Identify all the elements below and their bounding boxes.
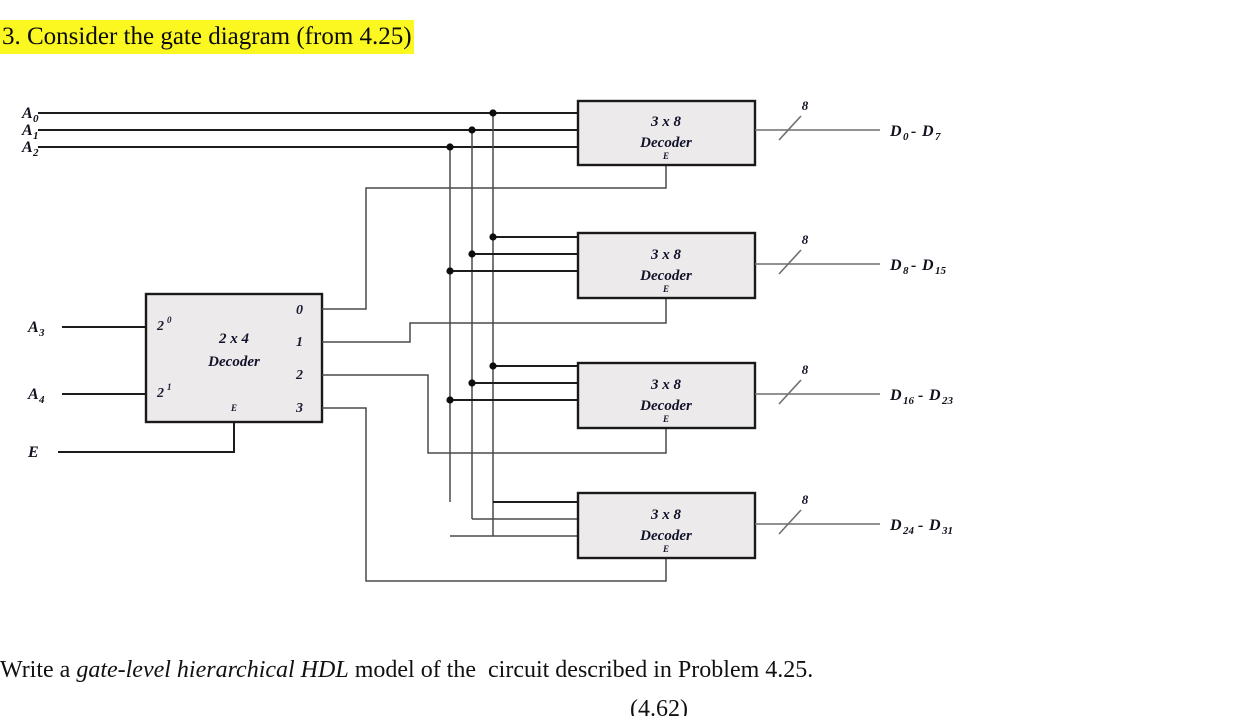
junction-dot [468,126,476,134]
signal-label-a1-name: A [21,122,33,139]
tap-decoder2-a0 [489,233,578,241]
decoder-2-title: 3 x 8 [650,247,682,263]
equation-number: (4.62) [630,696,688,716]
decoder-2-bus-width: 8 [802,232,809,247]
output-bus-decoder4: 8 [755,492,880,535]
decoder-4-bus-width: 8 [802,492,809,507]
signal-label-a0-name: A [21,105,33,122]
decoder-2-output-dash: - [911,257,916,274]
signal-label-a2: A 2 [21,139,39,159]
output-label-decoder3: D 16 - D 23 [889,387,954,407]
decoder-1-output-from: D [889,123,902,140]
decoder-2-output-to-sub: 15 [935,265,947,277]
output-bus-decoder2: 8 [755,232,880,275]
selector-subtitle: Decoder [207,354,260,370]
selector-output-port-3: 3 [295,401,303,416]
signal-label-a3: A 3 [27,319,45,339]
signal-label-a4-sub: 4 [38,394,45,406]
decoder-3-subtitle: Decoder [639,398,692,414]
signal-label-a0: A 0 [21,105,39,125]
signal-label-a1-sub: 1 [33,130,39,142]
selector-decoder-2x4: 2 x 4 Decoder E 2 0 2 1 0 1 2 3 [144,292,324,424]
tap-decoder2-a1 [468,250,578,258]
signal-label-a3-sub: 3 [38,327,45,339]
selector-output-port-2: 2 [295,368,303,383]
signal-label-e-name: E [27,444,39,461]
output-label-decoder4: D 24 - D 31 [889,517,953,537]
signal-label-e: E [27,444,39,461]
decoder-3-output-from: D [889,387,902,404]
decoder-1-enable-label: E [662,151,669,161]
selector-input-port-0-base: 2 [156,319,164,334]
decoder-2-output-from: D [889,257,902,274]
selector-input-port-0-exp: 0 [167,315,172,325]
decoder-3x8-1: 3 x 8 Decoder E [576,99,757,167]
decoder-1-output-to-sub: 7 [935,131,941,143]
decoder-3x8-2: 3 x 8 Decoder E [576,231,757,300]
output-bus-decoder1: 8 [755,98,880,141]
decoder-3-output-to: D [928,387,941,404]
caption-suffix: model of the circuit described in Proble… [348,657,814,683]
tap-decoder2-a2 [446,267,578,275]
enable-route-decoder3 [322,374,667,454]
decoder-3-bus-width: 8 [802,362,809,377]
output-label-decoder1: D 0 - D 7 [889,123,941,143]
decoder-3x8-3: 3 x 8 Decoder E [576,361,757,430]
decoder-3-enable-label: E [662,414,669,424]
decoder-1-output-dash: - [911,123,916,140]
tap-decoder3-a1 [468,379,578,387]
decoder-4-enable-label: E [662,544,669,554]
signal-label-a2-name: A [21,139,33,156]
decoder-3-output-to-sub: 23 [941,395,954,407]
decoder-1-title: 3 x 8 [650,114,682,130]
output-label-decoder2: D 8 - D 15 [889,257,947,277]
decoder-1-subtitle: Decoder [639,135,692,151]
decoder-2-subtitle: Decoder [639,268,692,284]
enable-route-decoder1 [322,165,667,310]
circuit-schematic: 2 x 4 Decoder E 2 0 2 1 0 1 2 3 3 x 8 De… [21,98,954,582]
signal-label-a1: A 1 [21,122,39,142]
decoder-3-output-dash: - [918,387,923,404]
decoder-1-output-to: D [921,123,934,140]
selector-title: 2 x 4 [218,331,250,347]
selector-enable-label: E [230,403,237,413]
junction-dot [446,143,454,151]
caption-prefix: Write a [0,657,77,683]
signal-label-a4-name: A [27,386,39,403]
decoder-4-output-from-sub: 24 [902,525,915,537]
signal-label-a4: A 4 [27,386,45,406]
decoder-4-output-from: D [889,517,902,534]
selector-input-port-1-base: 2 [156,386,164,401]
caption-emphasis: gate-level hierarchical HDL [76,657,349,683]
page-title: 3. Consider the gate diagram (from 4.25) [0,20,414,54]
enable-route-decoder4 [322,407,667,582]
decoder-3-output-from-sub: 16 [903,395,915,407]
selector-output-port-0: 0 [296,303,303,318]
junction-dot [489,109,497,117]
decoder-4-output-dash: - [918,517,923,534]
output-bus-decoder3: 8 [755,362,880,405]
decoder-3-title: 3 x 8 [650,377,682,393]
signal-label-a0-sub: 0 [33,113,39,125]
decoder-2-enable-label: E [662,284,669,294]
decoder-3x8-4: 3 x 8 Decoder E [576,491,757,560]
gate-diagram-figure: 2 x 4 Decoder E 2 0 2 1 0 1 2 3 3 x 8 De… [0,78,1030,608]
selector-input-port-1-exp: 1 [167,382,172,392]
decoder-4-output-to: D [928,517,941,534]
enable-route-decoder2 [322,298,667,343]
tap-decoder3-a0 [489,362,578,370]
decoder-1-output-from-sub: 0 [903,131,909,143]
input-rail-e [58,422,235,453]
problem-caption: Write a gate-level hierarchical HDL mode… [0,655,813,685]
decoder-4-output-to-sub: 31 [941,525,953,537]
tap-decoder3-a2 [446,396,578,404]
signal-label-a3-name: A [27,319,39,336]
decoder-4-subtitle: Decoder [639,528,692,544]
selector-output-port-1: 1 [296,335,303,350]
decoder-4-title: 3 x 8 [650,507,682,523]
decoder-2-output-to: D [921,257,934,274]
decoder-1-bus-width: 8 [802,98,809,113]
decoder-2-output-from-sub: 8 [903,265,909,277]
signal-label-a2-sub: 2 [32,147,39,159]
